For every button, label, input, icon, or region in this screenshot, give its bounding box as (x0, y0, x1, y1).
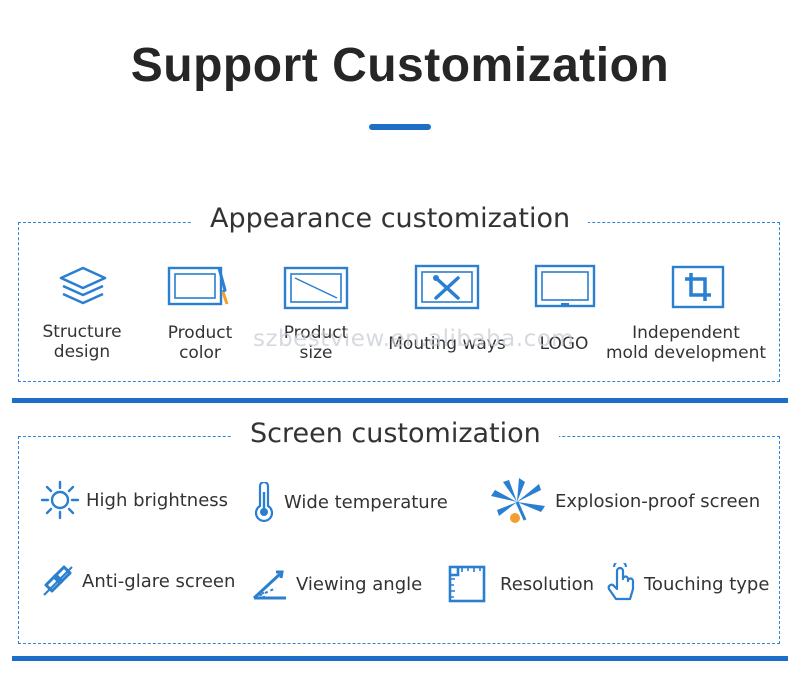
screen-item-temperature: Wide temperature (250, 482, 448, 522)
screen-item-explosion: Explosion-proof screen (487, 476, 760, 526)
screen-item-viewing-angle: Viewing angle (250, 566, 422, 602)
item-label: mold development (605, 343, 767, 363)
monitor-tools-icon (414, 264, 480, 310)
screen-item-label: Viewing angle (296, 573, 423, 595)
screen-item-label: High brightness (86, 489, 229, 511)
screen-item-brightness: High brightness (40, 480, 228, 520)
item-label: Independent (632, 323, 740, 343)
appearance-item-logo: LOGO (528, 334, 600, 354)
monitor-paint-icon (167, 266, 229, 306)
crop-icon (671, 265, 725, 309)
item-label: size (299, 343, 333, 363)
item-label: Structure (42, 322, 122, 342)
item-label: LOGO (539, 334, 589, 354)
title-underline (369, 124, 431, 130)
resolution-icon (448, 565, 486, 603)
anti-glare-icon (43, 565, 73, 596)
appearance-item-mold: Independent mold development (600, 323, 772, 363)
appearance-item-color: Product color (152, 323, 248, 363)
screen-item-resolution: Resolution (448, 565, 594, 603)
section-divider-2 (12, 656, 788, 661)
screen-item-label: Anti-glare screen (82, 570, 236, 592)
section-divider-1 (12, 398, 788, 403)
item-label: Mouting ways (388, 334, 506, 354)
screen-item-label: Wide temperature (284, 491, 448, 513)
sun-icon (40, 480, 80, 520)
page-title: Support Customization (130, 39, 670, 92)
thermometer-icon (254, 482, 274, 522)
item-label: color (179, 343, 221, 363)
appearance-item-mounting: Mouting ways (382, 334, 512, 354)
screen-panel (18, 436, 780, 644)
shatter-icon (491, 478, 545, 523)
screen-item-touch: Touching type (606, 563, 769, 605)
touch-hand-icon (607, 563, 635, 601)
item-label: Product (167, 323, 233, 343)
appearance-heading: Appearance customization (192, 203, 589, 234)
viewing-angle-icon (252, 570, 286, 600)
item-label: Product (283, 323, 349, 343)
appearance-item-structure: Structure design (30, 322, 134, 362)
layers-icon (59, 266, 107, 305)
screen-heading: Screen customization (232, 418, 559, 449)
screen-item-label: Explosion-proof screen (555, 490, 761, 512)
screen-item-label: Resolution (500, 573, 595, 595)
appearance-item-size: Product size (268, 323, 364, 363)
item-label: design (53, 342, 111, 362)
monitor-logo-icon (534, 264, 596, 308)
monitor-diagonal-icon (283, 266, 349, 310)
screen-item-antiglare: Anti-glare screen (40, 563, 235, 599)
screen-item-label: Touching type (644, 573, 770, 595)
